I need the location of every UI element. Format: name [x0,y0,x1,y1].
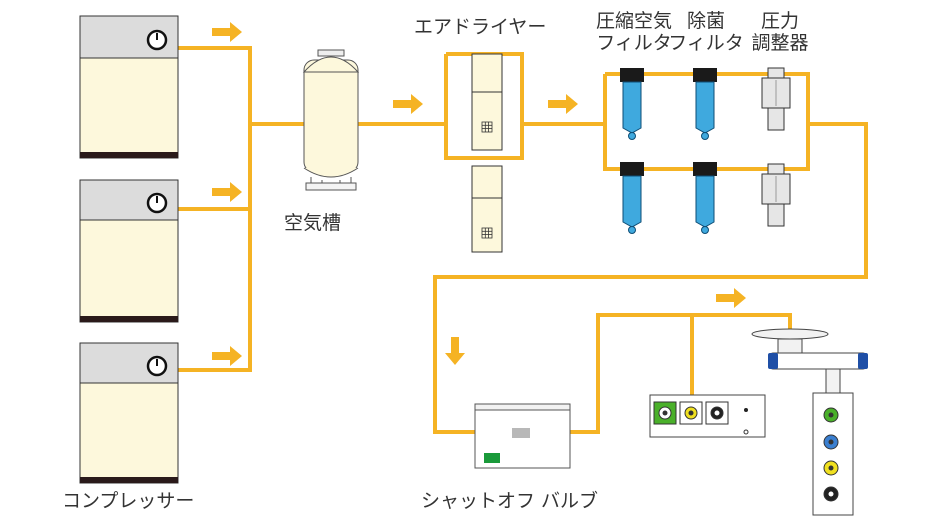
outlet-black-icon [823,486,839,502]
air-dryer-upper [471,53,503,151]
sterile-filter-label-line2: フィルタ [668,32,744,54]
pressure-regulator-label-line2: 調整器 [751,32,809,54]
compressor-manifold-pipe [178,46,305,372]
sterile-filter-label-line1: 除菌 [686,10,725,32]
ceiling-pendant [751,328,868,516]
compressed-air-filter-upper [620,68,644,140]
flow-arrow-icon [212,346,242,366]
pressure-regulator-label-line1: 圧力 [760,10,799,32]
air-dryer-lower [471,165,503,253]
compressor-unit-3 [79,342,179,484]
outlet-yellow-icon [823,460,839,476]
regulator-return-pipe [433,122,868,434]
flow-arrow-down-icon [445,337,465,365]
air-tank [302,49,360,191]
valve-outlet-pipe [570,313,792,434]
flow-arrow-icon [393,94,423,114]
outlet-black-icon [705,401,729,425]
flow-arrow-icon [716,288,746,308]
compressed-air-filter-lower [620,162,644,234]
sterile-filter-lower [693,162,717,234]
wall-outlet-panel [649,394,766,438]
outlet-blue-icon [823,434,839,450]
shutoff-valve-box [474,403,571,469]
pressure-regulator-upper [761,67,791,131]
sterile-filter-upper [693,68,717,140]
filter-bank-pipe [603,72,810,171]
grid-vent-icon [481,121,493,133]
flow-arrow-icon [212,182,242,202]
pressure-gauge-icon [146,29,168,51]
pressure-gauge-icon [146,192,168,214]
outlet-green-icon [823,407,839,423]
pipes [178,46,868,434]
compressed-air-filter-label-line1: 圧縮空気 [595,10,672,32]
outlet-green-icon [653,401,677,425]
pressure-gauge-icon [146,355,168,377]
pressure-regulator-label: 圧力 調整器 [748,10,812,54]
air-dryer-label: エアドライヤー [414,16,547,38]
pressure-regulator-lower [761,163,791,227]
sterile-filter-label: 除菌 フィルタ [668,10,744,54]
grid-vent-icon [481,227,493,239]
compressor-unit-1 [79,15,179,159]
compressed-air-filter-label: 圧縮空気 フィルタ [586,10,682,54]
air-tank-label: 空気槽 [284,212,342,234]
compressed-air-filter-label-line2: フィルタ [596,32,672,54]
outlet-yellow-icon [679,401,703,425]
compressor-label: コンプレッサー [62,490,195,512]
flow-arrows [212,22,746,366]
flow-arrow-icon [548,94,578,114]
flow-arrow-icon [212,22,242,42]
shutoff-valve-label: シャットオフ バルブ [421,490,599,512]
compressor-unit-2 [79,179,179,323]
